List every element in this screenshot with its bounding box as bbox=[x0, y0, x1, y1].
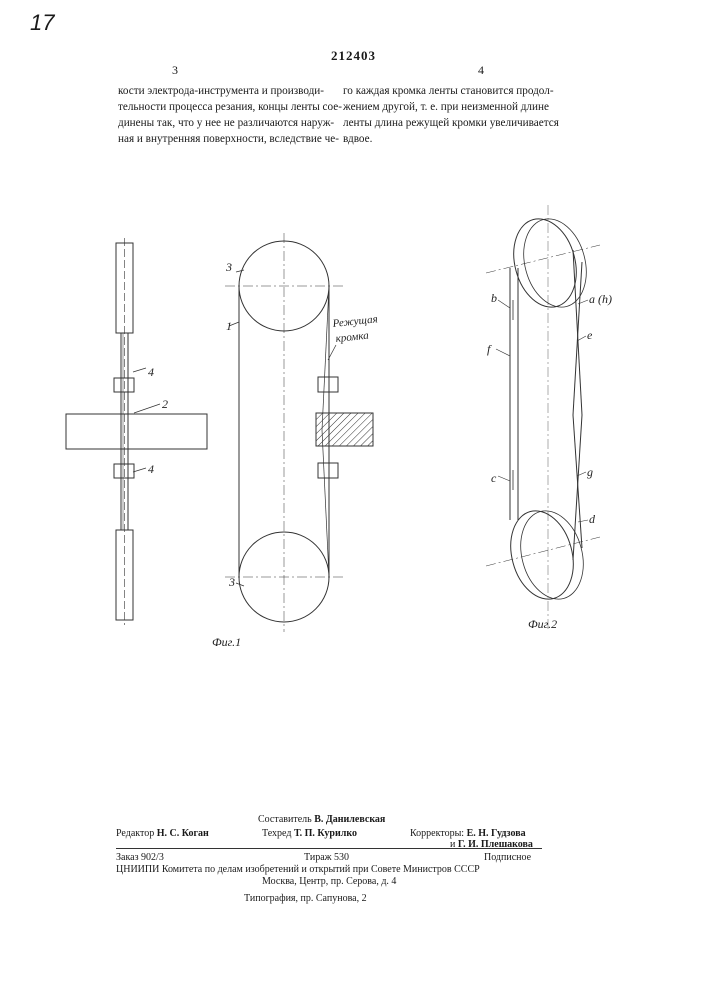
techred-name: Т. П. Курилко bbox=[294, 828, 357, 839]
label-g: g bbox=[587, 465, 593, 479]
composer-label: Составитель bbox=[258, 814, 312, 825]
label-roller-top: 3 bbox=[225, 260, 232, 274]
label-a-h: a (h) bbox=[589, 292, 612, 306]
editor-name: Н. С. Коган bbox=[157, 828, 209, 839]
imprint-techred: Техред Т. П. Курилко bbox=[262, 828, 357, 839]
label-guide-top: 4 bbox=[148, 365, 154, 379]
figure2-drawing bbox=[486, 205, 600, 630]
imprint-divider bbox=[116, 848, 542, 849]
label-b: b bbox=[491, 291, 497, 305]
composer-name: В. Данилевская bbox=[314, 814, 385, 825]
label-cutting-edge-1: Режущая bbox=[331, 313, 378, 330]
fig2-roller-bottom bbox=[501, 504, 582, 606]
imprint-correctors: Корректоры: Е. Н. Гудзова bbox=[410, 828, 526, 839]
editor-label: Редактор bbox=[116, 828, 154, 839]
corrector-1: Е. Н. Гудзова bbox=[467, 828, 526, 839]
imprint-composer: Составитель В. Данилевская bbox=[258, 814, 385, 825]
printer: Типография, пр. Сапунова, 2 bbox=[244, 893, 367, 904]
label-d: d bbox=[589, 512, 596, 526]
side-workpiece bbox=[66, 414, 207, 449]
label-roller-bottom: 3 bbox=[228, 575, 235, 589]
label-guide-bottom: 4 bbox=[148, 462, 154, 476]
label-c: c bbox=[491, 471, 497, 485]
label-cutting-edge-2: кромка bbox=[335, 330, 370, 345]
circulation: Тираж 530 bbox=[304, 852, 349, 863]
label-e: e bbox=[587, 328, 593, 342]
figure2-caption: Фиг.2 bbox=[528, 617, 557, 631]
side-view bbox=[66, 238, 207, 625]
imprint-editor: Редактор Н. С. Коган bbox=[116, 828, 209, 839]
side-guide-bottom bbox=[114, 464, 134, 478]
label-belt: 1 bbox=[226, 319, 232, 333]
label-workpiece: 2 bbox=[162, 397, 168, 411]
order-number: Заказ 902/3 bbox=[116, 852, 164, 863]
techred-label: Техред bbox=[262, 828, 291, 839]
label-f: f bbox=[487, 342, 492, 356]
fig1-workpiece bbox=[316, 413, 373, 446]
fig1-guide-top bbox=[318, 377, 338, 392]
figure1-caption: Фиг.1 bbox=[212, 635, 241, 649]
institute-address: Москва, Центр, пр. Серова, д. 4 bbox=[262, 876, 396, 887]
fig1-guide-bottom bbox=[318, 463, 338, 478]
side-guide-top bbox=[114, 378, 134, 392]
correctors-label: Корректоры: bbox=[410, 828, 464, 839]
subscription: Подписное bbox=[484, 852, 531, 863]
institute: ЦНИИПИ Комитета по делам изобретений и о… bbox=[116, 864, 480, 875]
figure1-drawing bbox=[225, 233, 373, 632]
